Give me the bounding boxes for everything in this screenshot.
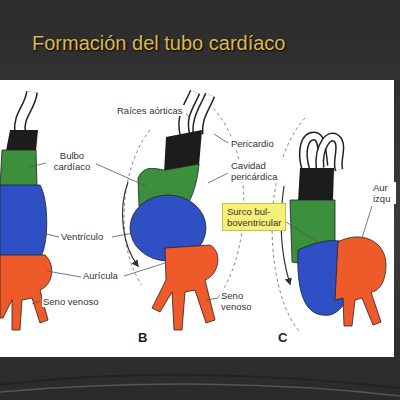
atrium-sinus [335, 237, 386, 326]
leader-line [124, 263, 165, 276]
atrium-sinus [0, 255, 52, 330]
part-label: Raíces aórticas [116, 105, 186, 116]
part-label: Aur izqu [372, 182, 396, 204]
folding-arrow [281, 186, 290, 284]
leader-line [47, 271, 81, 277]
panel-letter: C [278, 330, 287, 345]
bulbus-segment [0, 150, 37, 186]
part-label: Pericardio [230, 138, 275, 149]
aortic-root [198, 95, 210, 135]
slide-title: Formación del tubo cardíaco [32, 32, 285, 55]
aortic-arch [320, 137, 340, 170]
leader-line [32, 301, 40, 304]
part-label: Aurícula [82, 270, 119, 281]
ventricle-segment [0, 185, 47, 258]
box-text: Surco bul- boventricular [227, 206, 281, 228]
part-label: Seno venoso [42, 296, 99, 307]
decor-line [0, 384, 400, 396]
leader-line [214, 134, 228, 143]
folding-arrow [123, 182, 138, 266]
leader-lines [30, 111, 372, 304]
leader-line [208, 173, 228, 183]
leader-line [206, 298, 218, 300]
picture-panel [0, 80, 394, 357]
aortic-root [20, 92, 32, 132]
truncus-segment [298, 168, 334, 201]
leader-line [362, 206, 372, 238]
leader-line [286, 222, 318, 242]
part-label: Seno venoso [220, 290, 262, 312]
aortic-root [20, 92, 32, 132]
heart-tube-a [0, 92, 52, 330]
aortic-root [198, 95, 210, 135]
leader-line [112, 232, 138, 237]
heart-tube-c [272, 118, 386, 332]
part-label: Cavidad pericárdica [230, 160, 292, 182]
truncus-segment [6, 130, 38, 151]
aortic-arch [320, 137, 340, 170]
atrium-sinus [152, 245, 218, 330]
part-label: Bulbo cardíaco [48, 150, 96, 172]
part-label: Ventrículo [60, 231, 104, 242]
leader-line [94, 163, 146, 186]
leader-line [30, 163, 46, 167]
highlight-box: Surco bul- boventricular [222, 203, 286, 231]
leader-line [38, 232, 59, 237]
decor-line [0, 375, 400, 388]
panel-letter: B [138, 330, 147, 345]
